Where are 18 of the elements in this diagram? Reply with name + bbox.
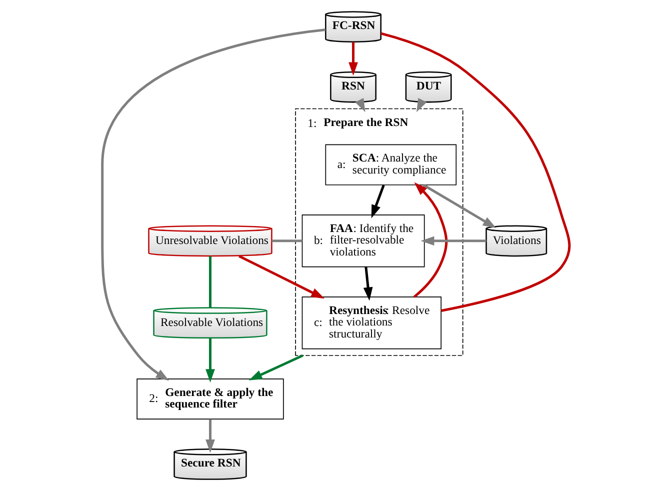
arrow xyxy=(248,354,304,380)
node-box: c: Resynthesis: Resolve the violations structurally xyxy=(302,296,442,350)
arrow xyxy=(422,184,496,228)
arrow xyxy=(420,236,486,246)
arrow xyxy=(238,254,325,299)
node-box: b: FAA: Identify the filter-resolvable violations xyxy=(302,214,425,268)
arrow xyxy=(416,98,427,112)
arrow xyxy=(363,266,373,301)
arrow xyxy=(206,419,215,453)
arrow xyxy=(355,98,366,112)
arrow xyxy=(348,42,358,76)
connector xyxy=(272,240,302,242)
arrow xyxy=(413,182,448,298)
connector xyxy=(380,32,571,312)
connector xyxy=(208,256,212,308)
arrow xyxy=(101,28,326,381)
arrow xyxy=(206,338,215,383)
arrow xyxy=(371,184,385,218)
